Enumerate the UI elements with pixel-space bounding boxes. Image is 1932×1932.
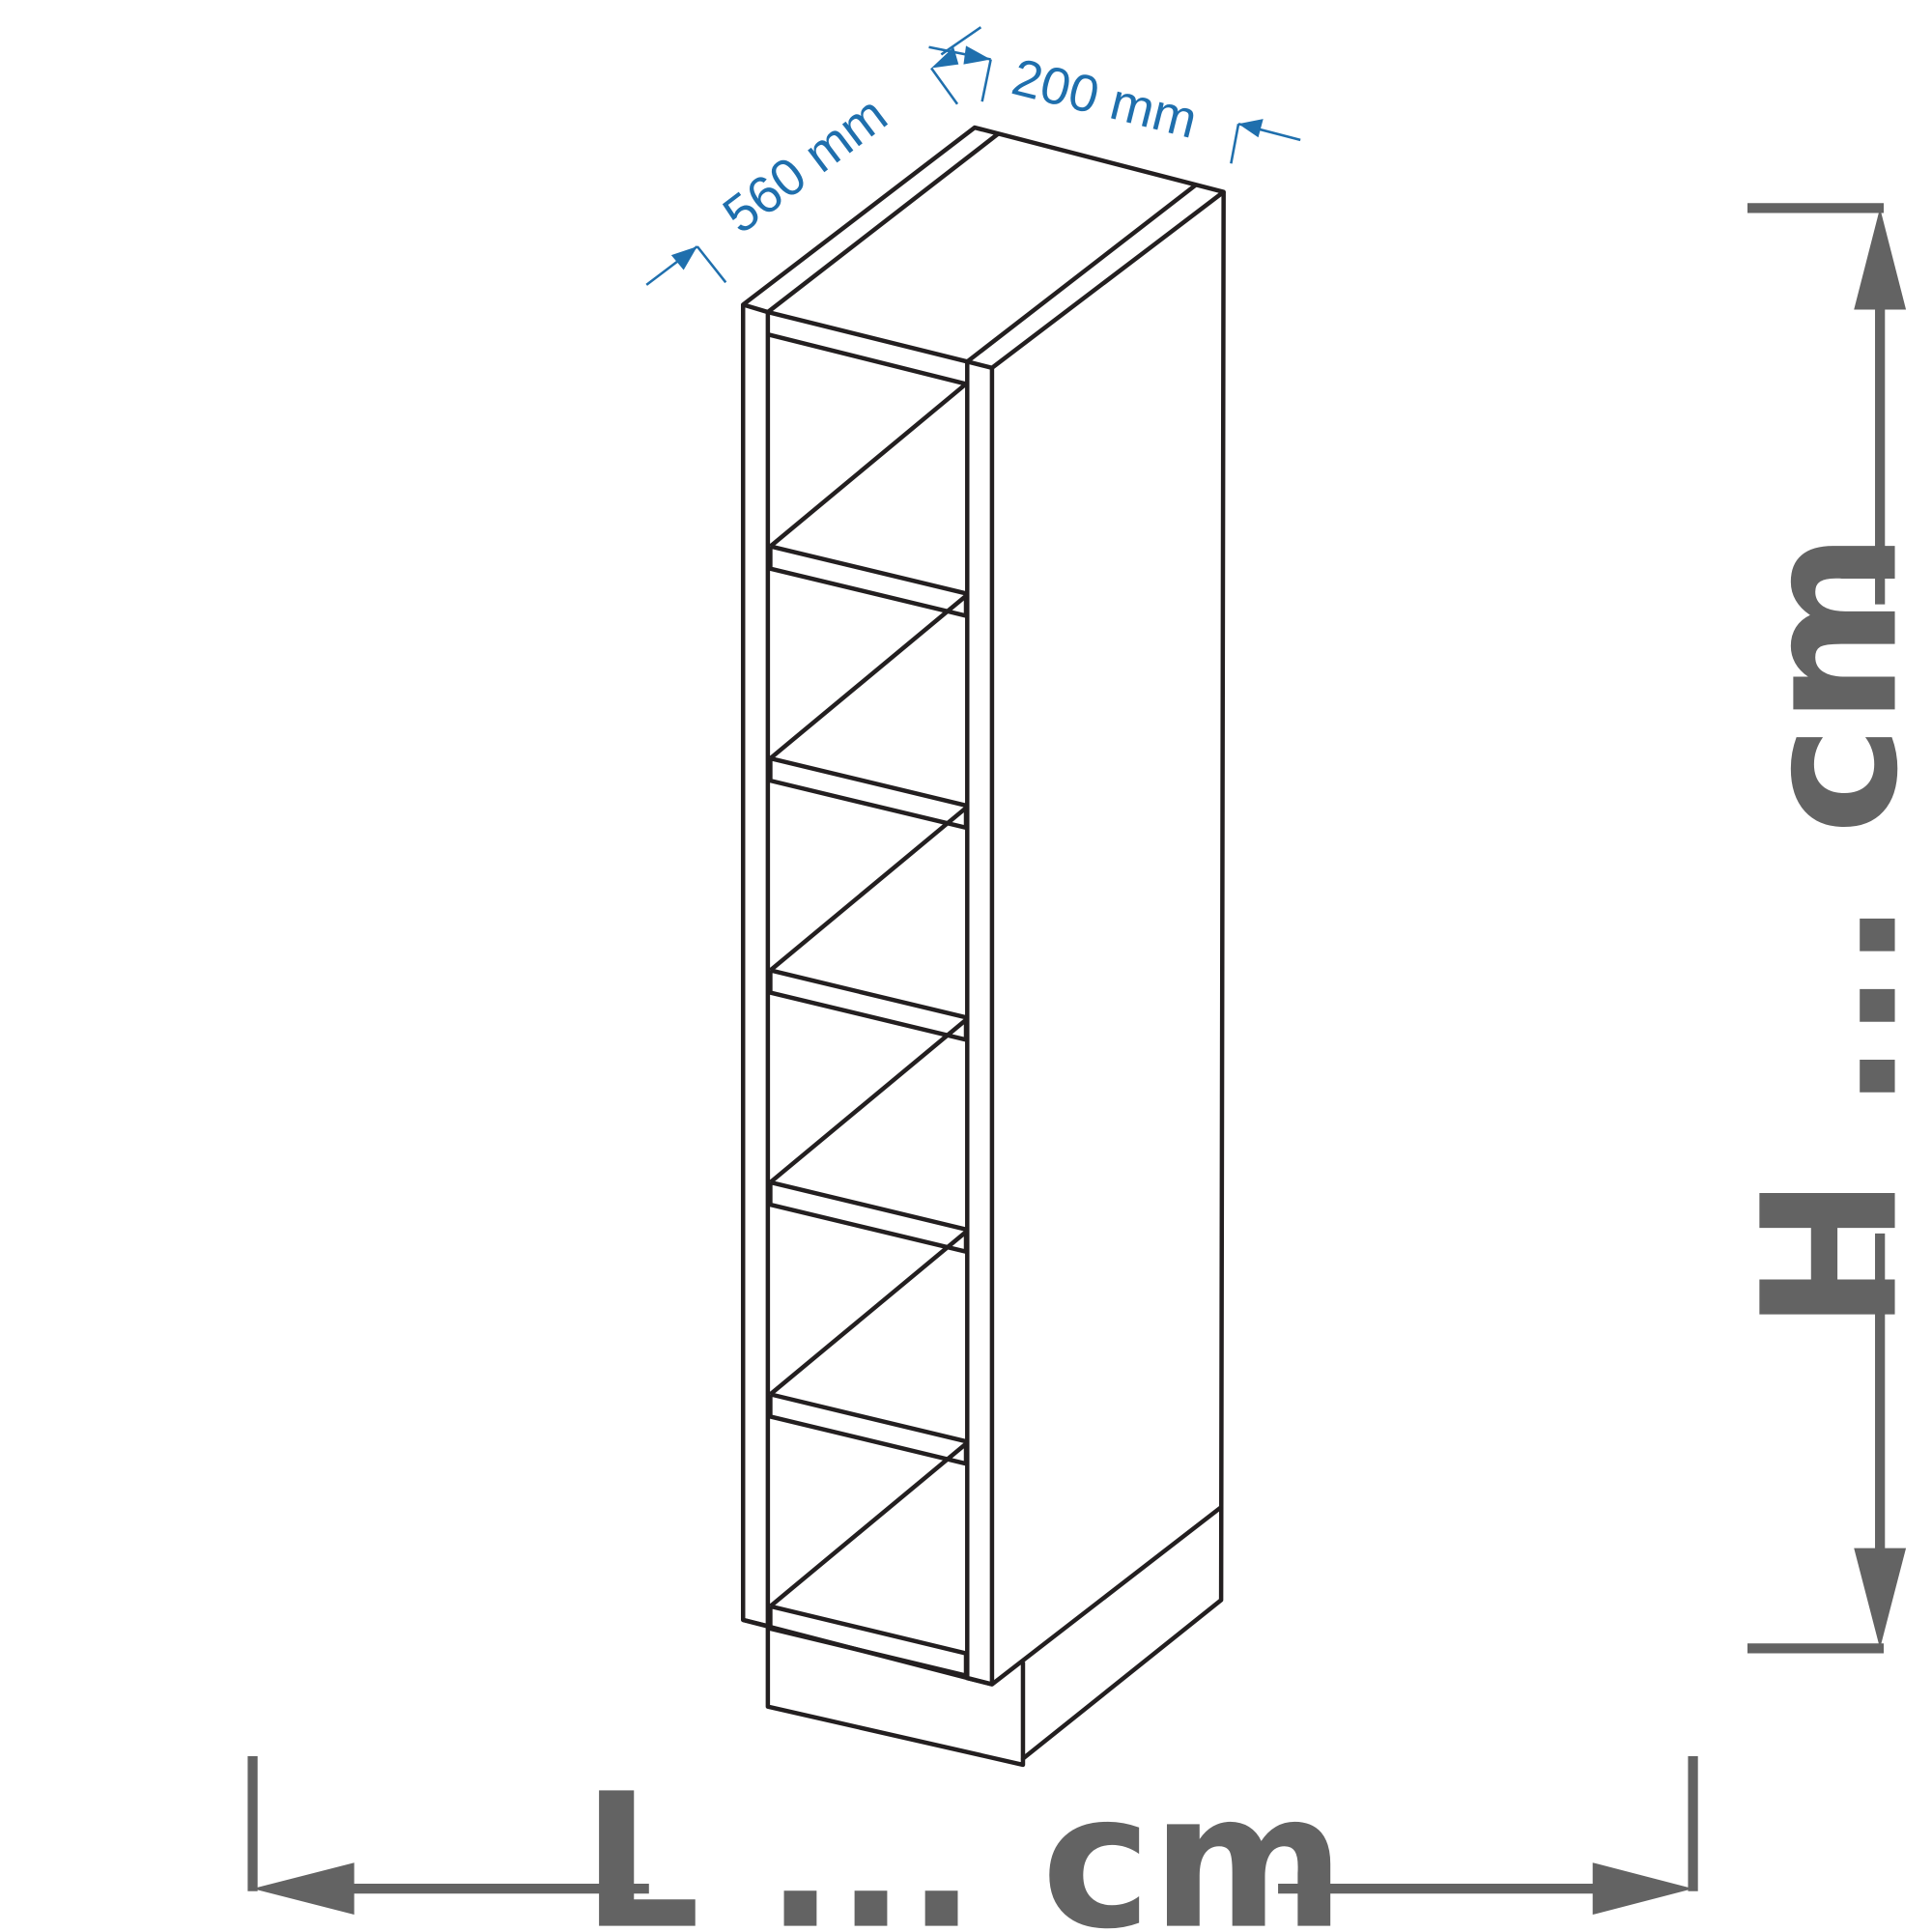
depth-label: 560 mm	[713, 85, 897, 244]
shelf-back-edge	[769, 1018, 968, 1184]
thickness-label: 200 mm	[1007, 48, 1203, 150]
shelf-front	[768, 1179, 969, 1254]
depth-dimension: 560 mm	[645, 85, 897, 286]
arrow-head-icon	[963, 45, 991, 65]
shelf-back-edge	[769, 1230, 968, 1397]
height-label: H ... cm	[1724, 531, 1932, 1331]
arrow-left-icon	[252, 1862, 355, 1916]
shelf-back-edge	[769, 594, 968, 760]
height-dimension: H ... cm	[1724, 203, 1932, 1654]
shelf-front	[768, 1604, 969, 1678]
arrow-down-icon	[1854, 1548, 1907, 1649]
arrow-right-icon	[1592, 1862, 1693, 1916]
shelf-back-edge	[769, 1441, 968, 1608]
shelf-back-edge	[769, 806, 968, 973]
shelf-front	[768, 968, 969, 1042]
shelf-front	[768, 544, 969, 618]
top-inner-edge	[767, 331, 967, 386]
shelves	[767, 331, 969, 1678]
arrow-head-icon	[1238, 119, 1264, 138]
shelf-front	[768, 755, 969, 831]
cabinet-drawing	[740, 125, 1226, 1768]
length-dimension: L ... cm	[247, 1755, 1698, 1932]
length-label: L ... cm	[582, 1755, 1345, 1932]
arrow-up-icon	[1854, 208, 1907, 310]
shelf-back-edge	[769, 382, 968, 549]
arrow-head-icon	[670, 246, 697, 270]
arrow-head-icon	[931, 46, 959, 69]
shelf-front	[768, 1392, 969, 1466]
